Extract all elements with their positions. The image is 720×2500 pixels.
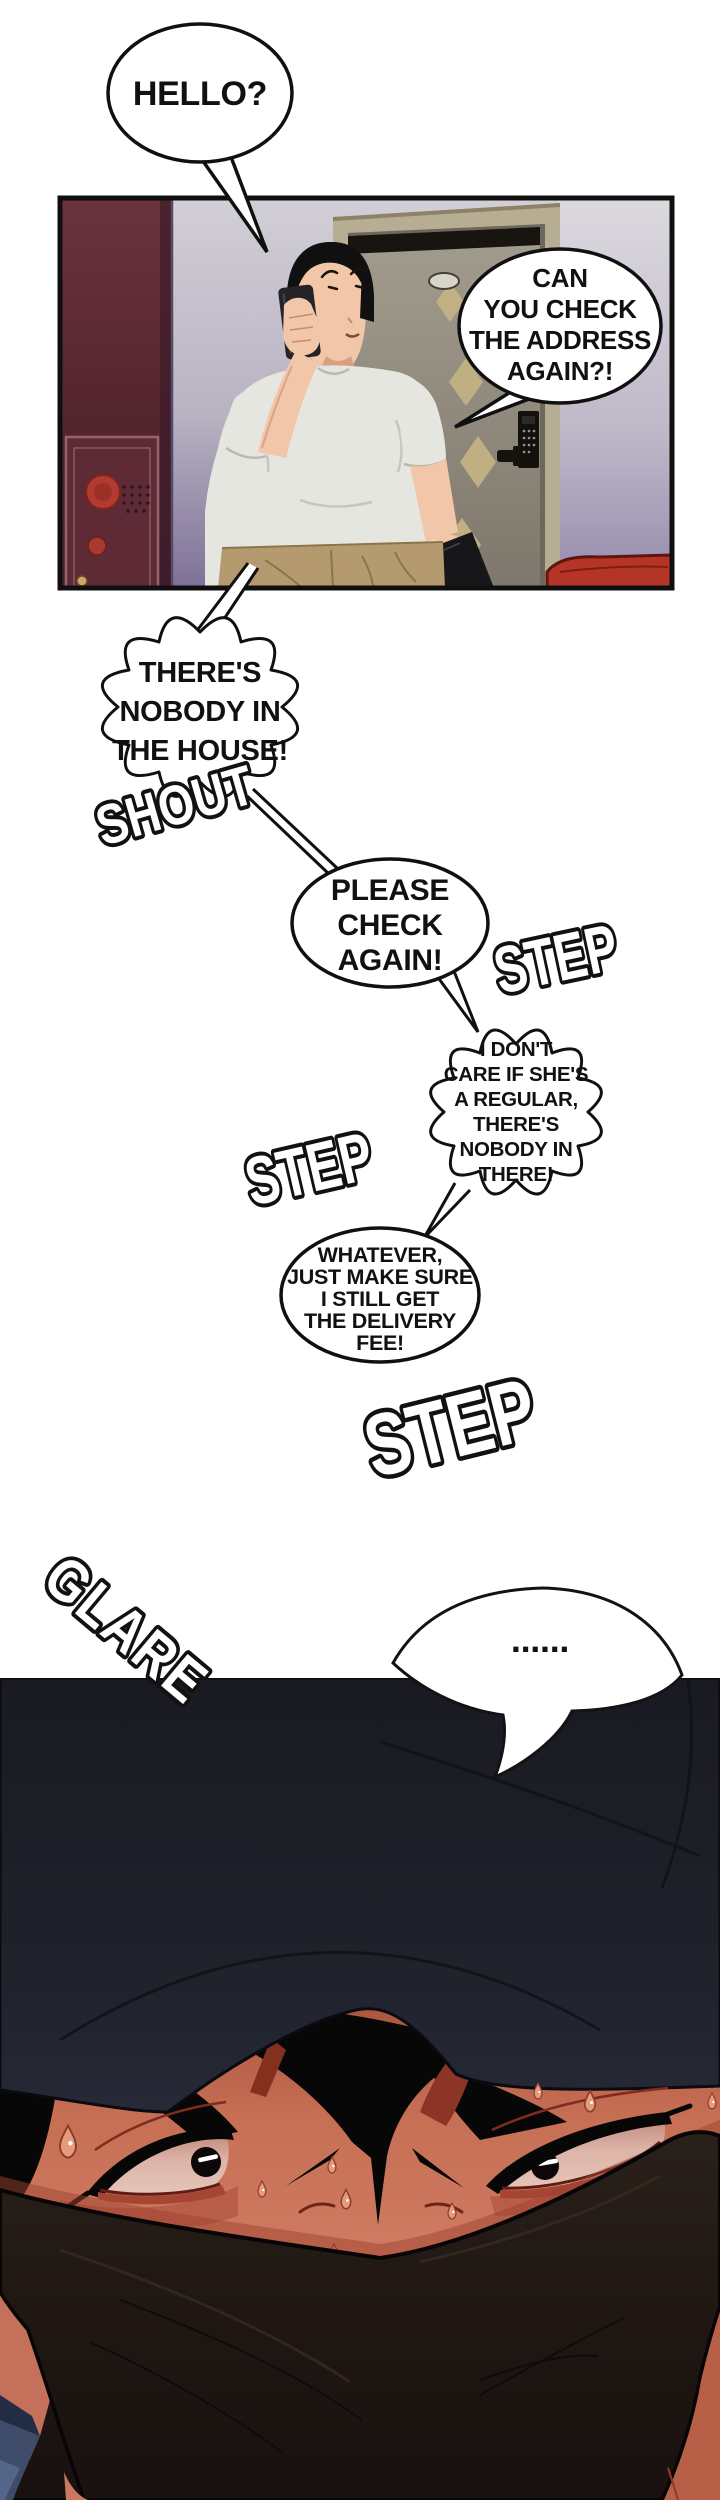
maroon-wall bbox=[60, 198, 174, 588]
character-delivery-man bbox=[205, 241, 494, 588]
bubble-text: NOBODY IN bbox=[119, 696, 280, 728]
collar bbox=[317, 366, 350, 375]
door-transom bbox=[348, 227, 540, 254]
cap-seam bbox=[660, 1679, 694, 1889]
keypad-lock bbox=[497, 411, 539, 468]
right-edge bbox=[660, 2305, 720, 2500]
bubble-text: CHECK bbox=[337, 909, 443, 942]
speech-bubble-hello: HELLO? bbox=[106, 22, 294, 254]
cap-seam bbox=[379, 1740, 701, 1858]
forearm-left bbox=[410, 458, 458, 542]
left-cheek-strip bbox=[0, 2292, 50, 2436]
cap-seam bbox=[59, 1950, 601, 2042]
face-features bbox=[320, 268, 369, 291]
bubble-text: HELLO? bbox=[133, 75, 267, 113]
bubble-text: AGAIN?! bbox=[507, 356, 613, 386]
bubble-text: FEE! bbox=[356, 1331, 404, 1355]
bubble-tail bbox=[454, 389, 530, 429]
sfx-step-3: STEP bbox=[355, 1361, 546, 1497]
bubble-text: JUST MAKE SURE bbox=[287, 1265, 473, 1289]
mask-highlights bbox=[59, 2174, 661, 2384]
bubble-text: THE ADDRESS bbox=[469, 325, 651, 355]
helmet-bag bbox=[430, 532, 494, 588]
bubble-text: YOU CHECK bbox=[483, 294, 637, 324]
bubble-text: CARE IF SHE'S bbox=[444, 1063, 589, 1086]
eye-crease bbox=[491, 2086, 669, 2132]
door-window bbox=[428, 272, 460, 290]
couch bbox=[545, 553, 672, 588]
alarm-button-small bbox=[87, 536, 107, 556]
shorts-folds bbox=[264, 549, 417, 588]
bubble-text: WHATEVER, bbox=[318, 1243, 443, 1267]
bubble-text: PLEASE bbox=[331, 874, 449, 907]
bubble-text: AGAIN! bbox=[338, 944, 443, 977]
bubble-text: I STILL GET bbox=[321, 1287, 439, 1311]
bubble-tail-whatever bbox=[422, 1182, 472, 1240]
sfx-step-1: STEP bbox=[488, 911, 625, 1009]
speech-bubble-regular: I DON'T CARE IF SHE'S A REGULAR, THERE'S… bbox=[429, 1028, 603, 1196]
sclera bbox=[95, 2134, 229, 2194]
intercom-panel bbox=[64, 435, 160, 588]
bubble-text: THERE'S bbox=[139, 657, 261, 689]
bubble-tail bbox=[196, 563, 258, 637]
iris-highlight bbox=[538, 2158, 558, 2166]
speech-bubble-please: PLEASE CHECK AGAIN! bbox=[290, 857, 490, 1033]
door-knob bbox=[76, 575, 88, 587]
mask-folds bbox=[89, 2299, 625, 2453]
left-edge bbox=[0, 2291, 88, 2500]
lower-lid bbox=[99, 2182, 221, 2196]
speech-bubble-dots: ...... bbox=[391, 1586, 684, 1780]
cap bbox=[0, 1678, 720, 2114]
bubble-text: I DON'T bbox=[480, 1038, 553, 1061]
bubble-text: THERE'S bbox=[473, 1113, 559, 1136]
forearm-right bbox=[258, 350, 318, 458]
bubble-tail bbox=[196, 148, 269, 254]
left-eye bbox=[63, 2100, 234, 2211]
sfx-step-2: STEP bbox=[238, 1117, 380, 1221]
bubble-text: NOBODY IN bbox=[459, 1138, 572, 1161]
bubble-text: CAN bbox=[532, 263, 587, 293]
right-cheek bbox=[662, 2306, 720, 2500]
bubble-text: ...... bbox=[511, 1619, 569, 1660]
panel-border bbox=[57, 195, 675, 591]
iris-highlight bbox=[198, 2154, 218, 2163]
eye-crease bbox=[94, 2100, 227, 2152]
lower-lid-red bbox=[98, 2185, 226, 2205]
face-mask bbox=[0, 2130, 720, 2500]
bubble-text: THE HOUSE! bbox=[112, 735, 288, 767]
bubble-text: A REGULAR, bbox=[454, 1088, 578, 1111]
speech-bubble-whatever: WHATEVER, JUST MAKE SURE I STILL GET THE… bbox=[279, 1226, 481, 1364]
bubble-tail-long bbox=[245, 787, 339, 877]
iris bbox=[191, 2147, 221, 2177]
bubble-tail bbox=[432, 965, 480, 1033]
speech-bubble-nobody: THERE'S NOBODY IN THE HOUSE! bbox=[100, 562, 300, 798]
speech-bubble-address: CAN YOU CHECK THE ADDRESS AGAIN?! bbox=[454, 247, 663, 429]
speaker-grille bbox=[122, 485, 150, 513]
frown-wrinkles bbox=[298, 2202, 464, 2214]
bubble-text: THERE! bbox=[479, 1163, 554, 1186]
sleeve-left bbox=[398, 374, 446, 468]
panel-face-closeup bbox=[0, 1678, 720, 2500]
upper-lash bbox=[486, 2112, 672, 2194]
hand bbox=[283, 297, 321, 356]
bubble-text: THE DELIVERY bbox=[304, 1309, 456, 1333]
